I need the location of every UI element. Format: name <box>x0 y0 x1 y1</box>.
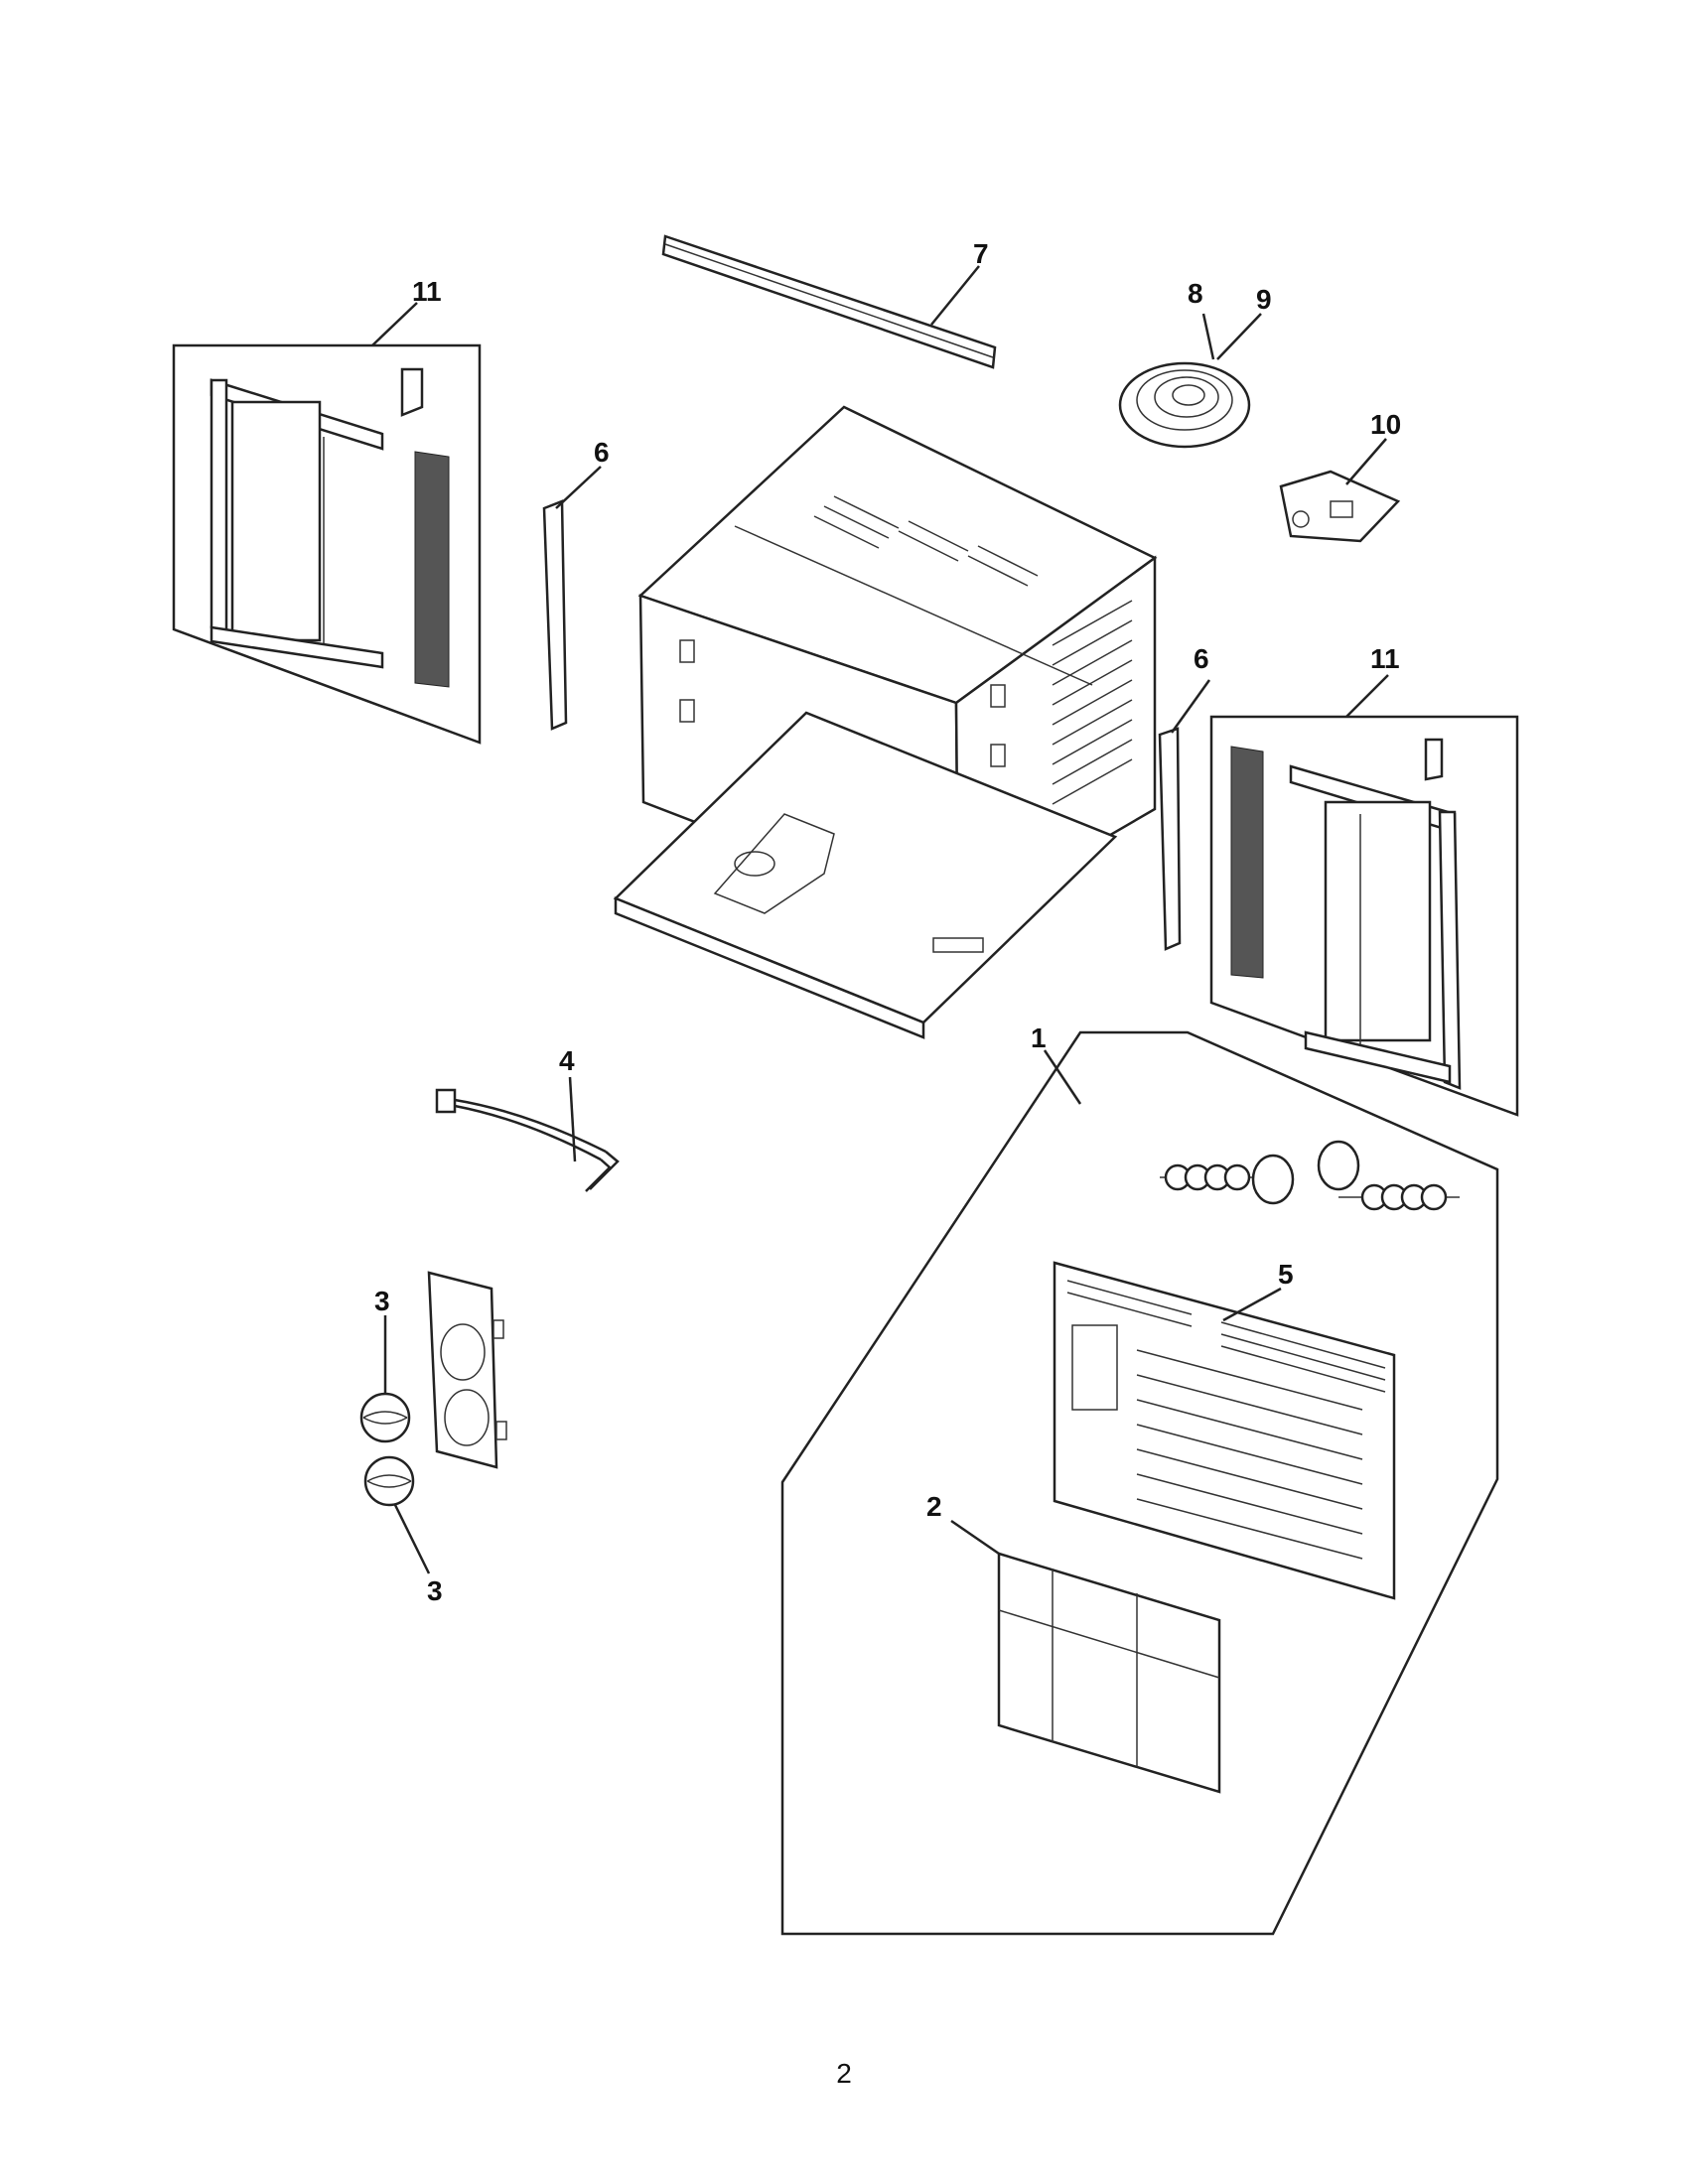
foam-strip-right <box>1158 727 1182 951</box>
callout-11-right: 11 <box>1370 643 1400 674</box>
callout-4: 4 <box>559 1045 575 1076</box>
side-curtain-kit-right <box>1209 715 1519 1117</box>
foam-seal-coil <box>1118 361 1251 449</box>
front-grille-kit <box>780 1030 1499 1936</box>
callout-2: 2 <box>926 1491 942 1522</box>
front-panel <box>1053 1261 1396 1600</box>
page-number: 2 <box>836 2058 852 2089</box>
callout-10: 10 <box>1370 409 1401 440</box>
callout-labels: 11 6 7 8 9 10 6 11 1 4 5 3 2 3 <box>374 238 1401 1606</box>
control-knob-panel <box>427 1271 507 1469</box>
callout-11-left: 11 <box>412 276 442 307</box>
callout-5: 5 <box>1278 1259 1294 1290</box>
control-knobs <box>359 1392 415 1507</box>
side-curtain-kit-left <box>172 343 482 745</box>
base-pan <box>613 711 1118 1039</box>
leader-lines <box>371 265 1389 1574</box>
callout-6-right: 6 <box>1194 643 1209 674</box>
hardware-bag <box>1279 470 1401 543</box>
power-cord <box>435 1088 620 1192</box>
callout-6-left: 6 <box>594 437 610 468</box>
callout-7: 7 <box>973 238 989 269</box>
callout-8: 8 <box>1188 278 1203 309</box>
callout-9: 9 <box>1256 284 1272 315</box>
air-filter <box>997 1552 1221 1794</box>
callout-3-bottom: 3 <box>427 1575 443 1606</box>
top-rail <box>661 234 997 369</box>
callout-3-top: 3 <box>374 1286 390 1316</box>
callout-1: 1 <box>1031 1023 1047 1053</box>
foam-strip-left <box>542 499 568 731</box>
